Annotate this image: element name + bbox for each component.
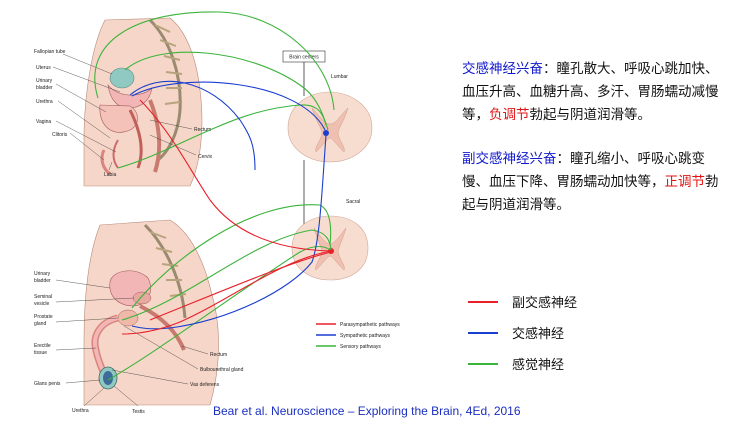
nerve-legend: 副交感神经 交感神经 感觉神经 [468, 286, 668, 379]
legend-item-parasympathetic: 副交感神经 [468, 286, 668, 317]
label-urinary-bladder-1: Urinary [36, 78, 53, 84]
label-vas-deferens: Vas deferens [190, 382, 220, 388]
legend-label-sensory: 感觉神经 [512, 358, 565, 373]
negative-regulation: 负调节 [489, 107, 530, 123]
brain-centers-label: Brain centers [289, 55, 319, 61]
sacral-label: Sacral [346, 199, 360, 205]
label-urinary-bladder-m2: bladder [34, 278, 51, 284]
sympathetic-paragraph: 交感神经兴奋：瞳孔散大、呼吸心跳加快、血压升高、血糖升高、多汗、胃肠蠕动减慢等，… [462, 58, 730, 127]
brain-centers-box: Brain centers [282, 50, 326, 63]
positive-regulation: 正调节 [664, 174, 706, 190]
legend-swatch-red [468, 300, 498, 303]
parasympathetic-text-b: 勃起与阴道润滑等。 [462, 174, 719, 213]
sympathetic-text-b: 勃起与阴道润滑等。 [529, 107, 652, 123]
parasympathetic-pathways [121, 99, 332, 335]
legend-sympathetic: Sympathetic pathways [340, 333, 391, 339]
label-urinary-bladder-m1: Urinary [34, 271, 51, 277]
label-erectile-tissue-1: Erectile [34, 343, 51, 349]
label-glans-penis: Glans penis [34, 381, 61, 387]
female-labels: Fallopian tube Uterus Urinary bladder Ur… [34, 49, 213, 178]
citation: Bear et al. Neuroscience – Exploring the… [213, 404, 521, 418]
label-vagina: Vagina [36, 119, 51, 125]
parasympathetic-text-a: ：瞳孔缩小、呼吸心跳变慢、血压下降、胃肠蠕动加快等， [462, 151, 705, 190]
label-bulbourethral-gland: Bulbourethral gland [200, 367, 244, 373]
male-labels: Urinary bladder Seminal vesicle Prostate… [34, 271, 244, 415]
spinal-cord-lumbar: Lumbar [287, 74, 373, 163]
sympathetic-title: 交感神经兴奋 [462, 61, 543, 77]
label-urethra: Urethra [36, 99, 53, 105]
label-prostate-gland-2: gland [34, 321, 46, 327]
label-uterus: Uterus [36, 65, 51, 71]
autonomic-sexual-response-figure: Fallopian tube Uterus Urinary bladder Ur… [34, 11, 400, 415]
sympathetic-text-a: ：瞳孔散大、呼吸心跳加快、血压升高、血糖升高、多汗、胃肠蠕动减慢等， [462, 61, 719, 123]
label-clitoris: Clitoris [52, 132, 68, 138]
legend-swatch-green [468, 362, 498, 365]
legend-swatch-blue [468, 331, 498, 334]
sympathetic-pathways [129, 80, 327, 330]
male-pelvis-illustration [83, 219, 219, 406]
label-seminal-vesicle-1: Seminal [34, 294, 52, 300]
parasympathetic-title: 副交感神经兴奋 [462, 151, 557, 167]
label-seminal-vesicle-2: vesicle [34, 301, 50, 307]
legend-item-sympathetic: 交感神经 [468, 317, 668, 348]
sensory-pathways [94, 11, 335, 381]
parasympathetic-paragraph: 副交感神经兴奋：瞳孔缩小、呼吸心跳变慢、血压下降、胃肠蠕动加快等，正调节勃起与阴… [462, 148, 730, 217]
legend-sensory: Sensory pathways [340, 344, 381, 350]
label-labia: Labia [104, 172, 116, 178]
legend-label-sympathetic: 交感神经 [512, 327, 565, 342]
label-testis: Testis [132, 409, 145, 415]
female-pelvis-illustration [83, 17, 203, 187]
label-prostate-gland-1: Prostate [34, 314, 53, 320]
label-urethra-male: Urethra [72, 408, 89, 414]
label-rectum-female: Rectum [194, 127, 211, 133]
label-rectum-male: Rectum [210, 352, 227, 358]
label-urinary-bladder-2: bladder [36, 85, 53, 91]
label-erectile-tissue-2: tissue [34, 350, 47, 356]
legend-item-sensory: 感觉神经 [468, 348, 668, 379]
legend-parasympathetic: Parasympathetic pathways [340, 322, 400, 328]
legend-label-parasympathetic: 副交感神经 [512, 296, 578, 311]
figure-legend: Parasympathetic pathways Sympathetic pat… [316, 322, 400, 350]
label-fallopian-tube: Fallopian tube [34, 49, 66, 55]
lumbar-label: Lumbar [331, 74, 348, 80]
description-panel: 交感神经兴奋：瞳孔散大、呼吸心跳加快、血压升高、血糖升高、多汗、胃肠蠕动减慢等，… [462, 58, 730, 238]
label-cervix: Cervix [198, 154, 213, 160]
